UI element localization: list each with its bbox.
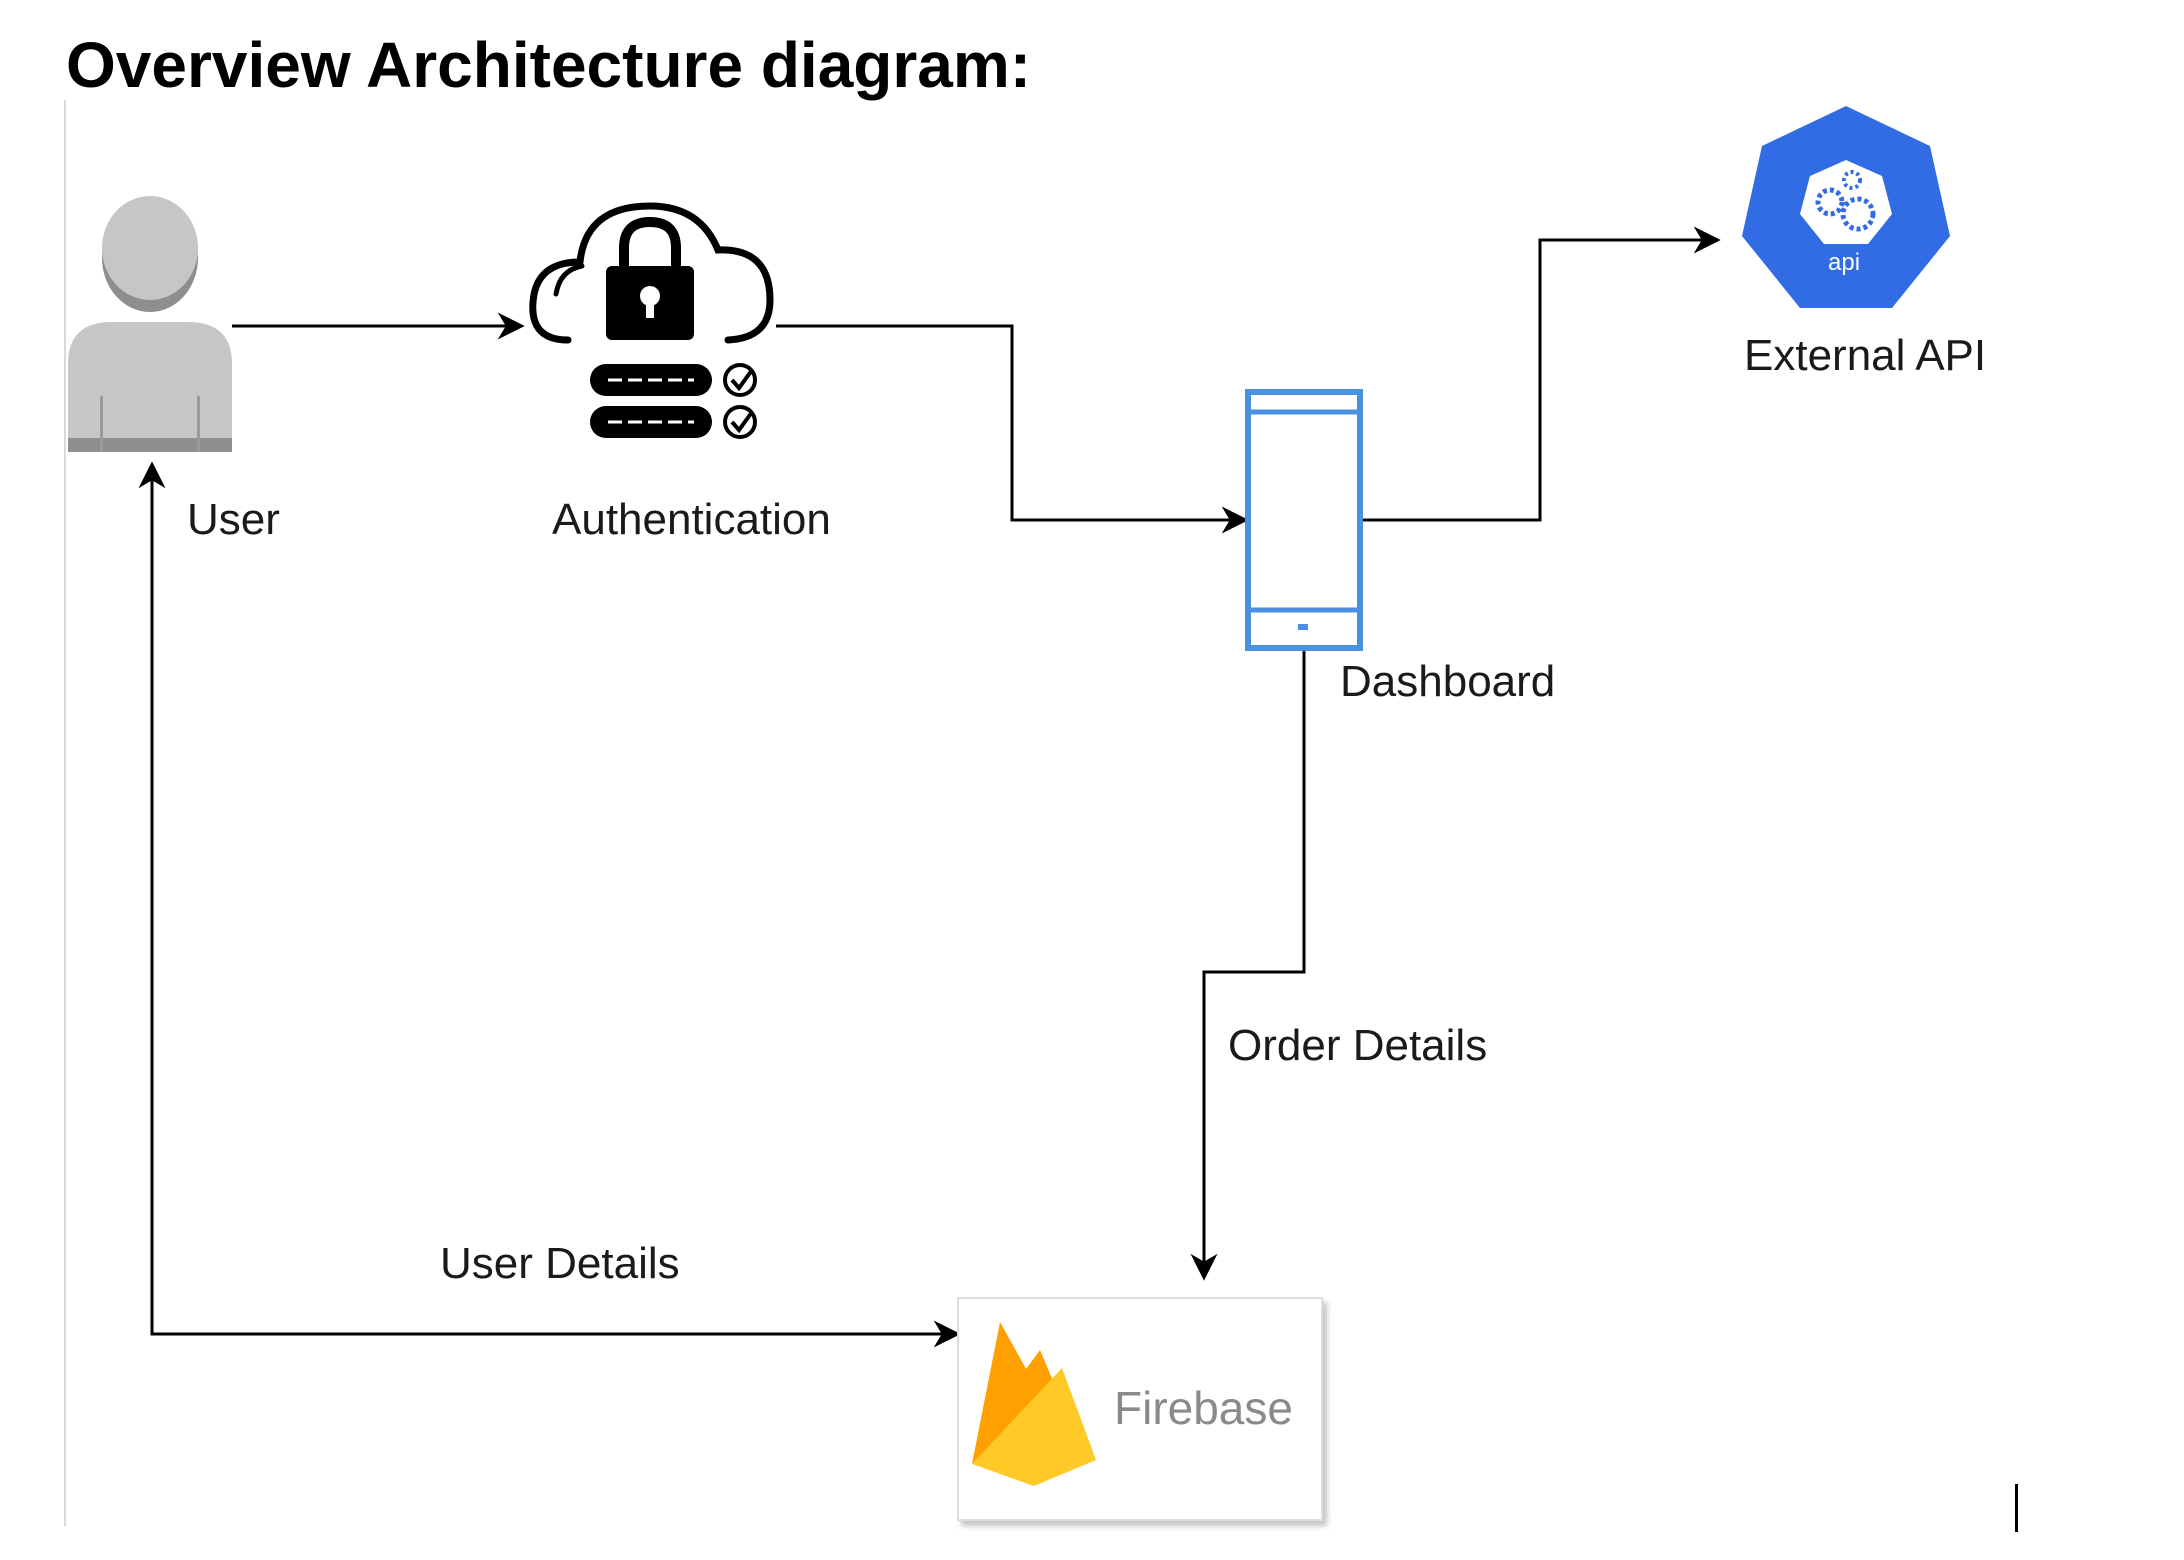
edge-label-order-details: Order Details bbox=[1228, 1021, 1487, 1070]
text-cursor bbox=[2015, 1484, 2018, 1532]
page-title: Overview Architecture diagram: bbox=[66, 29, 1032, 101]
external-api-node[interactable]: api External API bbox=[1742, 106, 1986, 380]
dashboard-node[interactable]: Dashboard bbox=[1245, 389, 1555, 706]
user-label: User bbox=[187, 495, 280, 544]
authentication-label: Authentication bbox=[552, 495, 831, 544]
api-badge: api bbox=[1828, 249, 1860, 276]
external-api-label: External API bbox=[1744, 331, 1986, 380]
user-icon bbox=[68, 196, 232, 452]
authentication-node[interactable]: Authentication bbox=[529, 202, 831, 544]
edge-firebase-user bbox=[138, 461, 961, 1348]
edge-dashboard-to-firebase bbox=[1190, 648, 1306, 1281]
firebase-node[interactable]: Firebase bbox=[957, 1297, 1323, 1521]
dashboard-label: Dashboard bbox=[1340, 657, 1555, 706]
firebase-flame-icon bbox=[972, 1322, 1096, 1486]
mobile-phone-icon bbox=[1245, 389, 1363, 651]
firebase-label: Firebase bbox=[1114, 1382, 1293, 1434]
user-node[interactable]: User bbox=[68, 196, 280, 544]
kubernetes-api-icon: api bbox=[1742, 106, 1950, 308]
edge-authentication-to-dashboard bbox=[776, 324, 1249, 534]
left-margin-rule bbox=[64, 100, 66, 1526]
edge-label-user-details: User Details bbox=[440, 1239, 680, 1288]
edge-dashboard-to-external-api bbox=[1360, 226, 1721, 522]
cloud-lock-icon bbox=[529, 202, 774, 439]
